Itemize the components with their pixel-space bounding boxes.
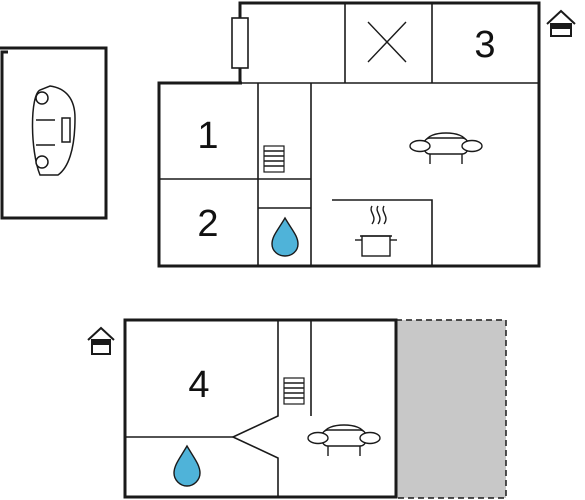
water-drop-icon — [173, 444, 201, 487]
upper-house-walls — [157, 1, 541, 268]
terrace — [395, 319, 507, 499]
room-number-4: 4 — [188, 364, 209, 406]
cooking-pot-icon — [355, 205, 397, 257]
sofa-icon — [409, 132, 483, 164]
water-drop-icon — [271, 216, 299, 257]
house-level-icon — [546, 9, 576, 37]
house-level-icon — [87, 326, 115, 355]
x-mark-icon — [367, 21, 407, 63]
room-number-1: 1 — [197, 115, 218, 157]
entrance-door — [231, 17, 249, 69]
sofa-icon — [307, 424, 381, 456]
stairs-icon — [263, 145, 285, 173]
room-number-2: 2 — [197, 203, 218, 245]
car-icon — [31, 85, 76, 176]
carport — [0, 46, 108, 220]
lower-house-walls — [123, 318, 398, 499]
room-number-3: 3 — [474, 24, 495, 66]
stairs-icon — [283, 377, 305, 405]
